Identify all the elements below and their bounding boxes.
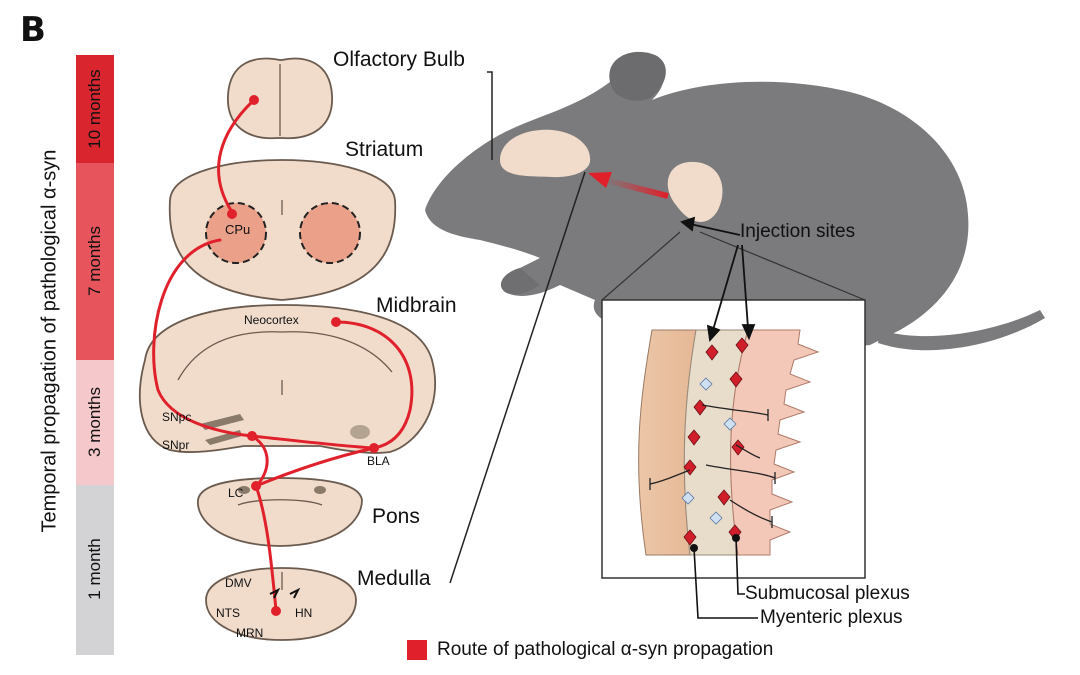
legend-swatch xyxy=(407,640,427,660)
olfactory-leader-line xyxy=(487,71,493,160)
label-snpr: SNpr xyxy=(162,438,190,452)
medulla-leader-line xyxy=(449,171,586,584)
midbrain-dark-regions xyxy=(200,414,370,494)
label-pons: Pons xyxy=(372,505,420,528)
timeline-segment-10-months: 10 months xyxy=(76,55,114,163)
label-olfactory-bulb: Olfactory Bulb xyxy=(333,48,465,71)
panel-letter: B xyxy=(20,10,46,50)
label-injection-sites: Injection sites xyxy=(740,221,856,242)
mouse-brain xyxy=(500,129,591,178)
timeline-segment-3-months: 3 months xyxy=(76,360,114,485)
label-snpc: SNpc xyxy=(162,410,192,424)
propagation-arrow xyxy=(604,177,669,199)
injection-arrows xyxy=(680,216,756,343)
timeline-segment-1-month: 1 month xyxy=(76,485,114,655)
label-medulla: Medulla xyxy=(357,567,431,590)
propagation-arrowhead xyxy=(588,172,612,188)
striatum-section xyxy=(168,159,397,301)
label-dmv: DMV xyxy=(225,576,252,590)
label-lc: LC xyxy=(228,486,244,500)
label-striatum: Striatum xyxy=(345,138,424,161)
legend-label: Route of pathological α-syn propagation xyxy=(437,639,774,660)
timeline-segment-7-months: 7 months xyxy=(76,163,114,360)
pons-section xyxy=(197,477,363,547)
label-midbrain: Midbrain xyxy=(376,294,457,317)
medulla-marks xyxy=(269,587,301,599)
plexus-leader-lines xyxy=(693,537,758,619)
label-mrn: MRN xyxy=(236,626,264,640)
midbrain-section xyxy=(139,304,437,454)
gut-inset xyxy=(601,231,866,579)
route-nodes xyxy=(227,95,379,616)
label-nts: NTS xyxy=(216,606,240,620)
mouse-gut xyxy=(667,161,723,222)
brain-internal-lines xyxy=(177,64,393,590)
label-neocortex: Neocortex xyxy=(244,313,299,327)
label-bla: BLA xyxy=(367,454,390,468)
cpu-regions xyxy=(205,202,361,264)
medulla-section xyxy=(205,567,357,641)
label-hn: HN xyxy=(295,606,313,620)
label-cpu: CPu xyxy=(225,222,251,237)
label-myenteric-plexus: Myenteric plexus xyxy=(760,607,903,628)
label-submucosal-plexus: Submucosal plexus xyxy=(745,583,910,604)
